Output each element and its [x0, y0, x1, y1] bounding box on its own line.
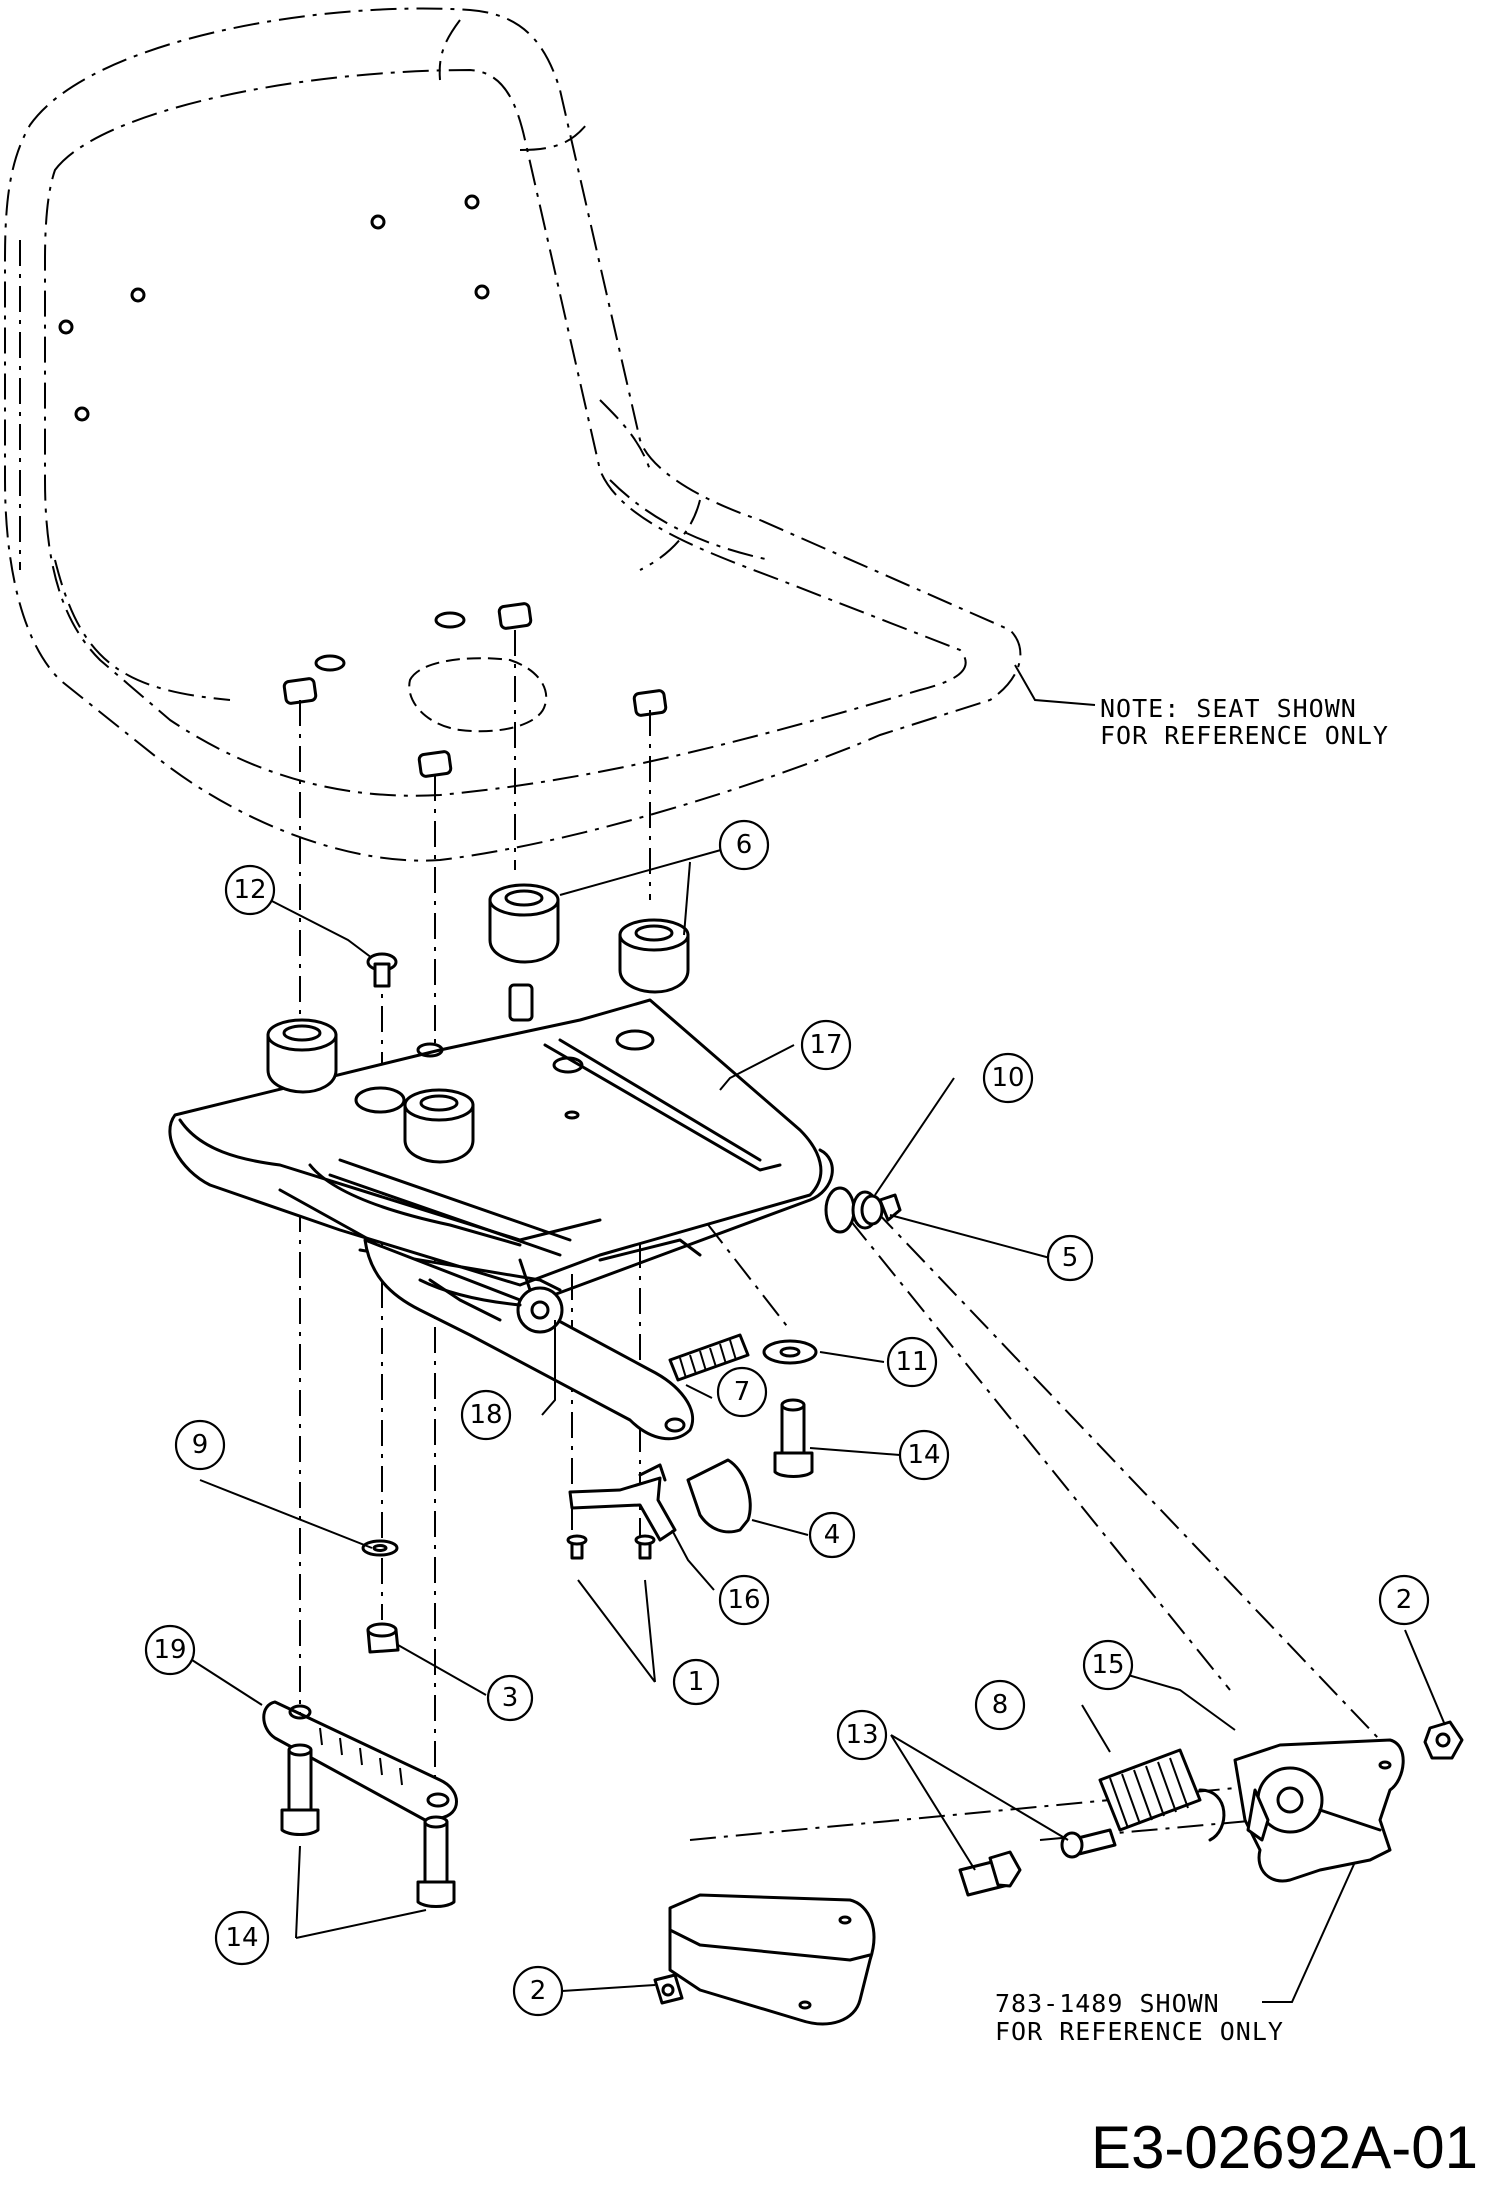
shoulder-bolt-14-left-b — [416, 1815, 456, 1908]
bumper-a — [488, 883, 560, 1022]
spring-7 — [668, 1333, 750, 1382]
drawing-number: E3-02692A-01 — [1091, 2114, 1478, 2181]
callout-15: 15 — [1082, 1639, 1134, 1691]
svg-text:6: 6 — [736, 830, 753, 860]
spring-8 — [1098, 1748, 1226, 1842]
small-hardware — [262, 952, 902, 1908]
pin-12 — [366, 952, 398, 988]
seat-pan-bracket — [168, 998, 879, 1441]
svg-text:9: 9 — [192, 1430, 209, 1460]
washer-9 — [361, 1539, 399, 1557]
bumper-b — [618, 918, 690, 994]
svg-text:3: 3 — [502, 1683, 519, 1713]
svg-text:13: 13 — [845, 1720, 878, 1750]
shoulder-bolt-14-left-a — [280, 1743, 320, 1836]
bumper-c — [266, 1018, 338, 1094]
nut-3 — [366, 1622, 400, 1654]
seat-note-line2: FOR REFERENCE ONLY — [1100, 721, 1389, 750]
callout-16: 16 — [718, 1574, 770, 1626]
svg-text:7: 7 — [734, 1377, 751, 1407]
callout-1: 1 — [672, 1658, 720, 1706]
callout-14-left: 14 — [214, 1910, 270, 1966]
svg-text:12: 12 — [233, 875, 266, 905]
callout-3: 3 — [486, 1674, 534, 1722]
callout-4: 4 — [808, 1511, 856, 1559]
svg-text:2: 2 — [1396, 1585, 1413, 1615]
callout-13: 13 — [836, 1709, 888, 1761]
callout-7: 7 — [716, 1366, 768, 1418]
callout-9: 9 — [174, 1419, 226, 1471]
svg-text:5: 5 — [1062, 1243, 1079, 1273]
leader-lines — [191, 664, 1446, 2003]
part-note-line2: FOR REFERENCE ONLY — [995, 2017, 1284, 2046]
svg-text:8: 8 — [992, 1690, 1009, 1720]
bumper-d — [403, 1088, 475, 1164]
callouts: 6 12 17 10 5 11 7 18 14 9 4 16 2 19 1 15… — [144, 819, 1430, 2017]
svg-text:14: 14 — [907, 1440, 940, 1470]
nut-5 — [878, 1193, 902, 1222]
bolts-13 — [958, 1828, 1117, 1897]
bracket-16 — [568, 1463, 677, 1542]
svg-text:16: 16 — [727, 1585, 760, 1615]
part-note-line1: 783-1489 SHOWN — [995, 1989, 1220, 2018]
seat-note-line1: NOTE: SEAT SHOWN — [1100, 694, 1357, 723]
washer-11 — [762, 1339, 818, 1365]
callout-12: 12 — [224, 864, 276, 916]
lower-right-assembly — [653, 1720, 1464, 2026]
callout-10: 10 — [982, 1052, 1034, 1104]
svg-text:15: 15 — [1091, 1650, 1124, 1680]
shoulder-bolt-14-right — [773, 1398, 814, 1478]
callout-5: 5 — [1046, 1234, 1094, 1282]
callout-19: 19 — [144, 1624, 196, 1676]
screws-1 — [566, 1534, 656, 1560]
pivot-bracket-15 — [1233, 1738, 1405, 1883]
callout-8: 8 — [974, 1679, 1026, 1731]
svg-text:2: 2 — [530, 1976, 547, 2006]
svg-text:17: 17 — [809, 1030, 842, 1060]
svg-text:11: 11 — [895, 1347, 928, 1377]
svg-text:1: 1 — [688, 1667, 705, 1697]
callout-2-right: 2 — [1378, 1574, 1430, 1626]
svg-text:10: 10 — [991, 1063, 1024, 1093]
callout-18: 18 — [460, 1389, 512, 1441]
callout-6: 6 — [718, 819, 770, 871]
seat-outline — [4, 7, 1022, 862]
callout-11: 11 — [886, 1336, 938, 1388]
svg-text:18: 18 — [469, 1400, 502, 1430]
svg-text:14: 14 — [225, 1923, 258, 1953]
reference-notes: NOTE: SEAT SHOWN FOR REFERENCE ONLY 783-… — [995, 694, 1389, 2046]
callout-2-lower: 2 — [512, 1965, 564, 2017]
callout-17: 17 — [800, 1019, 852, 1071]
svg-text:19: 19 — [153, 1635, 186, 1665]
grip-4 — [686, 1458, 752, 1534]
callout-14-right: 14 — [898, 1429, 950, 1481]
svg-text:4: 4 — [824, 1520, 841, 1550]
washer-10 — [860, 1194, 884, 1226]
rubber-bumper-parts — [266, 883, 690, 1164]
